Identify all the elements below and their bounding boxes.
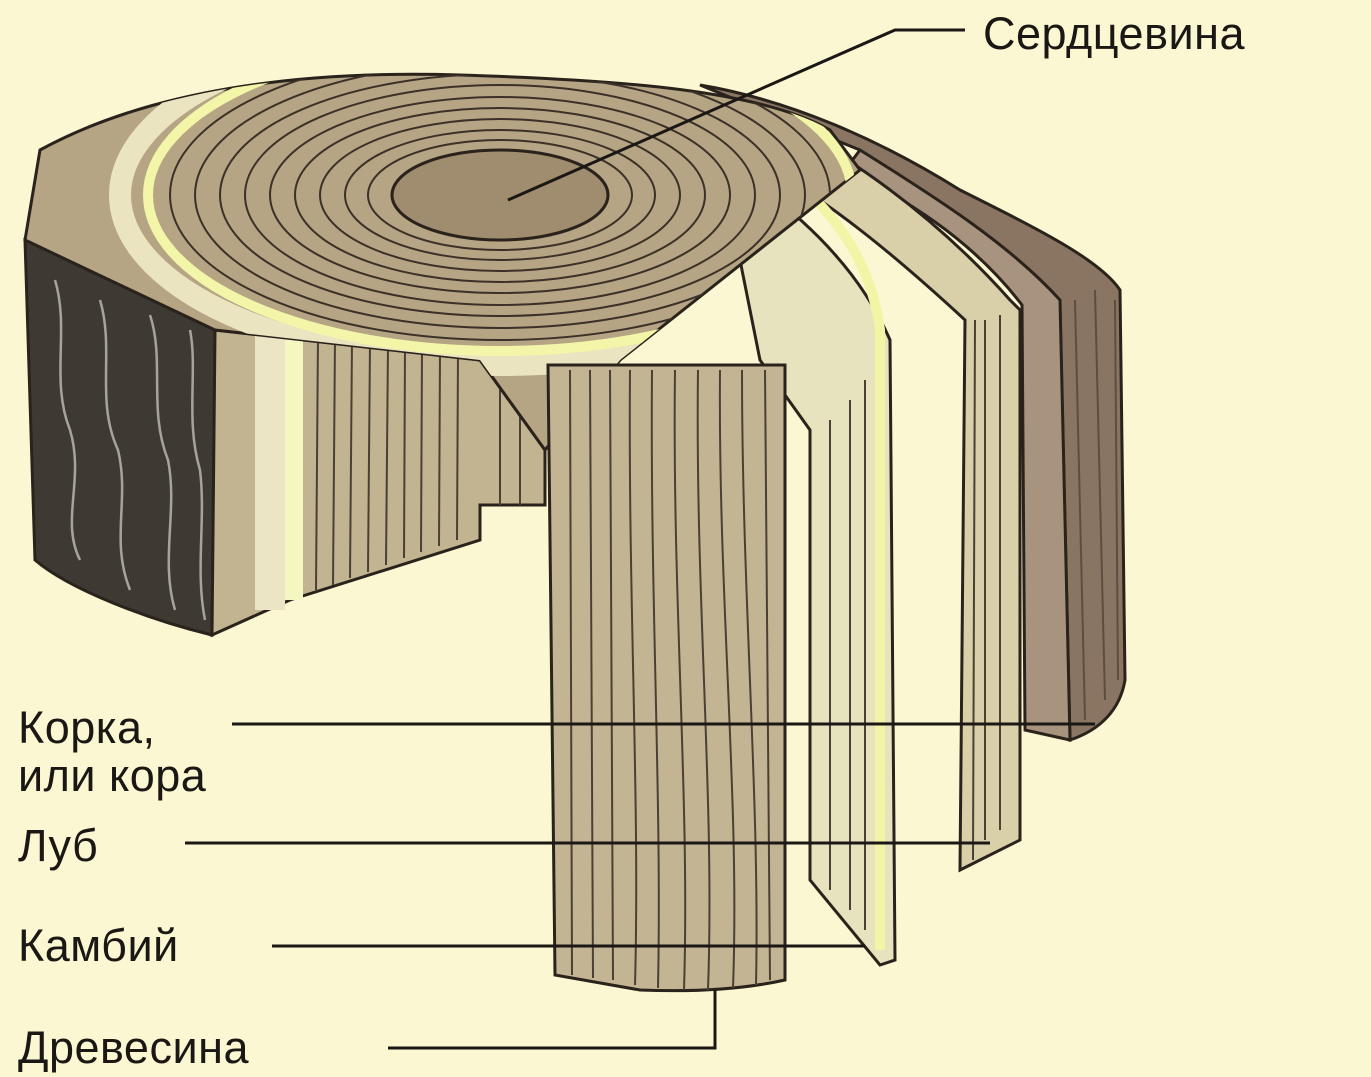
cut-face-phloem-band <box>255 330 285 610</box>
label-bark-line2: или кора <box>18 752 206 800</box>
cut-face-cambium-band <box>285 330 303 600</box>
label-pith: Сердцевина <box>983 10 1245 58</box>
label-phloem: Луб <box>18 822 98 870</box>
wood-leader-line <box>388 990 715 1048</box>
label-bark-line1: Корка, <box>18 704 206 752</box>
label-cambium: Камбий <box>18 922 179 970</box>
label-wood: Древесина <box>18 1024 249 1072</box>
label-bark: Корка, или кора <box>18 704 206 800</box>
pith-core <box>392 150 608 240</box>
